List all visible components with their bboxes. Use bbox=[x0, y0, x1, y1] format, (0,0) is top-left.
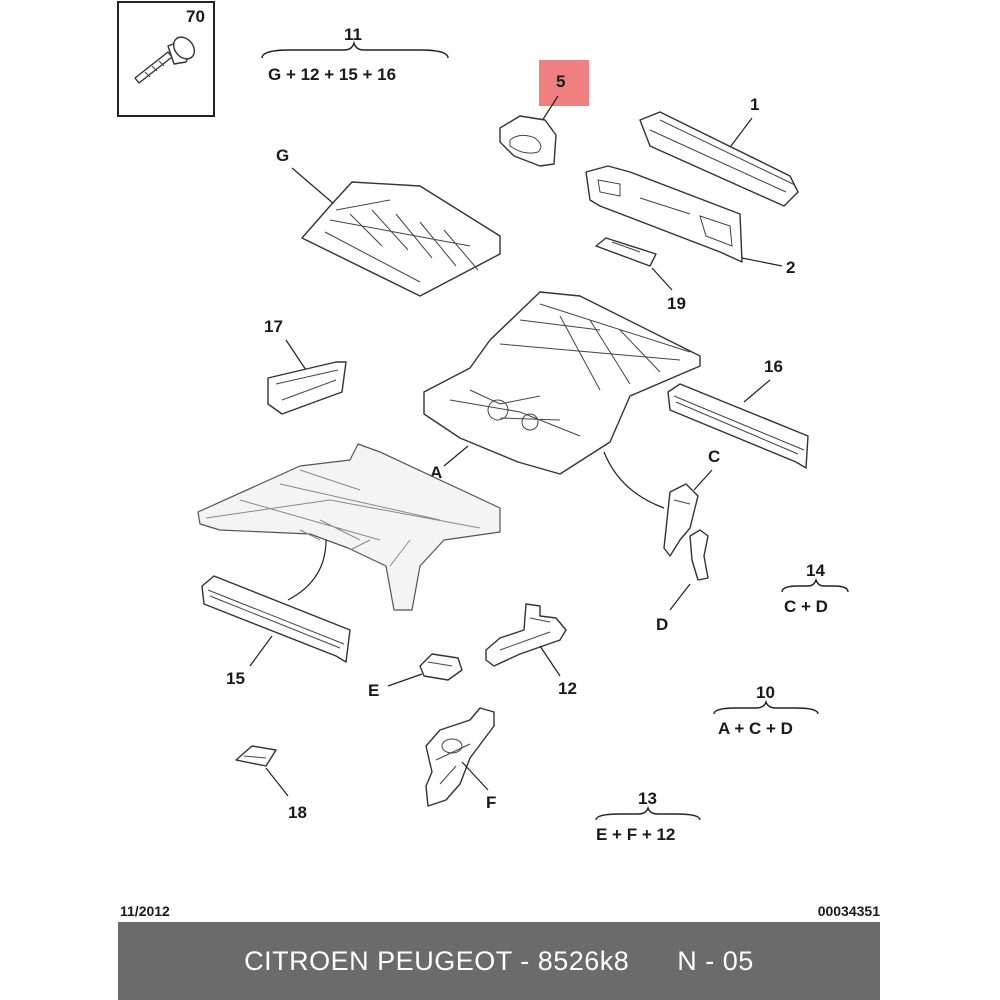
part-E-bracket: E bbox=[368, 653, 463, 700]
callout-13: 13 bbox=[638, 789, 657, 808]
part-C-bracket: C bbox=[663, 447, 720, 557]
callout-5-highlight: 5 bbox=[539, 60, 589, 125]
ghost-frame bbox=[197, 443, 501, 611]
callout-17: 17 bbox=[264, 317, 283, 336]
callout-14: 14 bbox=[806, 561, 825, 580]
callout-E: E bbox=[368, 681, 379, 700]
group-13: 13 E + F + 12 bbox=[595, 789, 701, 844]
footer-banner-text: CITROEN PEUGEOT - 8526k8 N - 05 bbox=[244, 945, 754, 976]
group-14-formula: C + D bbox=[784, 597, 828, 616]
part-15-sill: 15 bbox=[201, 575, 351, 688]
footer-banner: CITROEN PEUGEOT - 8526k8 N - 05 bbox=[118, 922, 880, 1000]
part-19-plate: 19 bbox=[595, 237, 686, 313]
group-14: 14 C + D bbox=[781, 561, 849, 616]
part-G-floor-panel: G bbox=[276, 146, 501, 297]
group-11-formula: G + 12 + 15 + 16 bbox=[268, 65, 396, 84]
footer-ref: 00034351 bbox=[818, 903, 881, 919]
group-13-formula: E + F + 12 bbox=[596, 825, 675, 844]
group-10: 10 A + C + D bbox=[713, 683, 819, 738]
callout-D: D bbox=[656, 615, 668, 634]
inset-box-70: 70 bbox=[117, 1, 215, 117]
callout-C: C bbox=[708, 447, 720, 466]
leader-frame-to-15 bbox=[287, 539, 327, 601]
callout-G: G bbox=[276, 146, 289, 165]
part-1-cross-member: 1 bbox=[639, 95, 799, 207]
callout-5: 5 bbox=[556, 72, 565, 91]
callout-15: 15 bbox=[226, 669, 245, 688]
callout-19: 19 bbox=[667, 294, 686, 313]
callout-F: F bbox=[486, 793, 496, 812]
callout-2: 2 bbox=[786, 258, 795, 277]
part-F-bracket: F bbox=[425, 707, 496, 812]
part-18-plate: 18 bbox=[235, 745, 307, 822]
rivet-icon bbox=[134, 36, 196, 84]
group-10-formula: A + C + D bbox=[718, 719, 793, 738]
group-11: 11 G + 12 + 15 + 16 bbox=[261, 25, 449, 84]
callout-12: 12 bbox=[558, 679, 577, 698]
part-5-bracket bbox=[499, 115, 557, 167]
part-16-sill: 16 bbox=[667, 357, 809, 469]
callout-11: 11 bbox=[344, 25, 362, 44]
callout-10: 10 bbox=[756, 683, 775, 702]
footer-date: 11/2012 bbox=[120, 903, 170, 919]
callout-1: 1 bbox=[750, 95, 759, 114]
part-17-rail: 17 bbox=[264, 317, 347, 415]
part-D-bracket: D bbox=[656, 529, 709, 634]
callout-18: 18 bbox=[288, 803, 307, 822]
callout-16: 16 bbox=[764, 357, 783, 376]
leader-A-to-C bbox=[603, 451, 665, 509]
part-2-rear-panel: 2 bbox=[585, 165, 795, 277]
part-A-rear-floor: A bbox=[423, 291, 701, 482]
part-12-bracket: 12 bbox=[485, 603, 577, 698]
callout-70: 70 bbox=[186, 7, 205, 26]
